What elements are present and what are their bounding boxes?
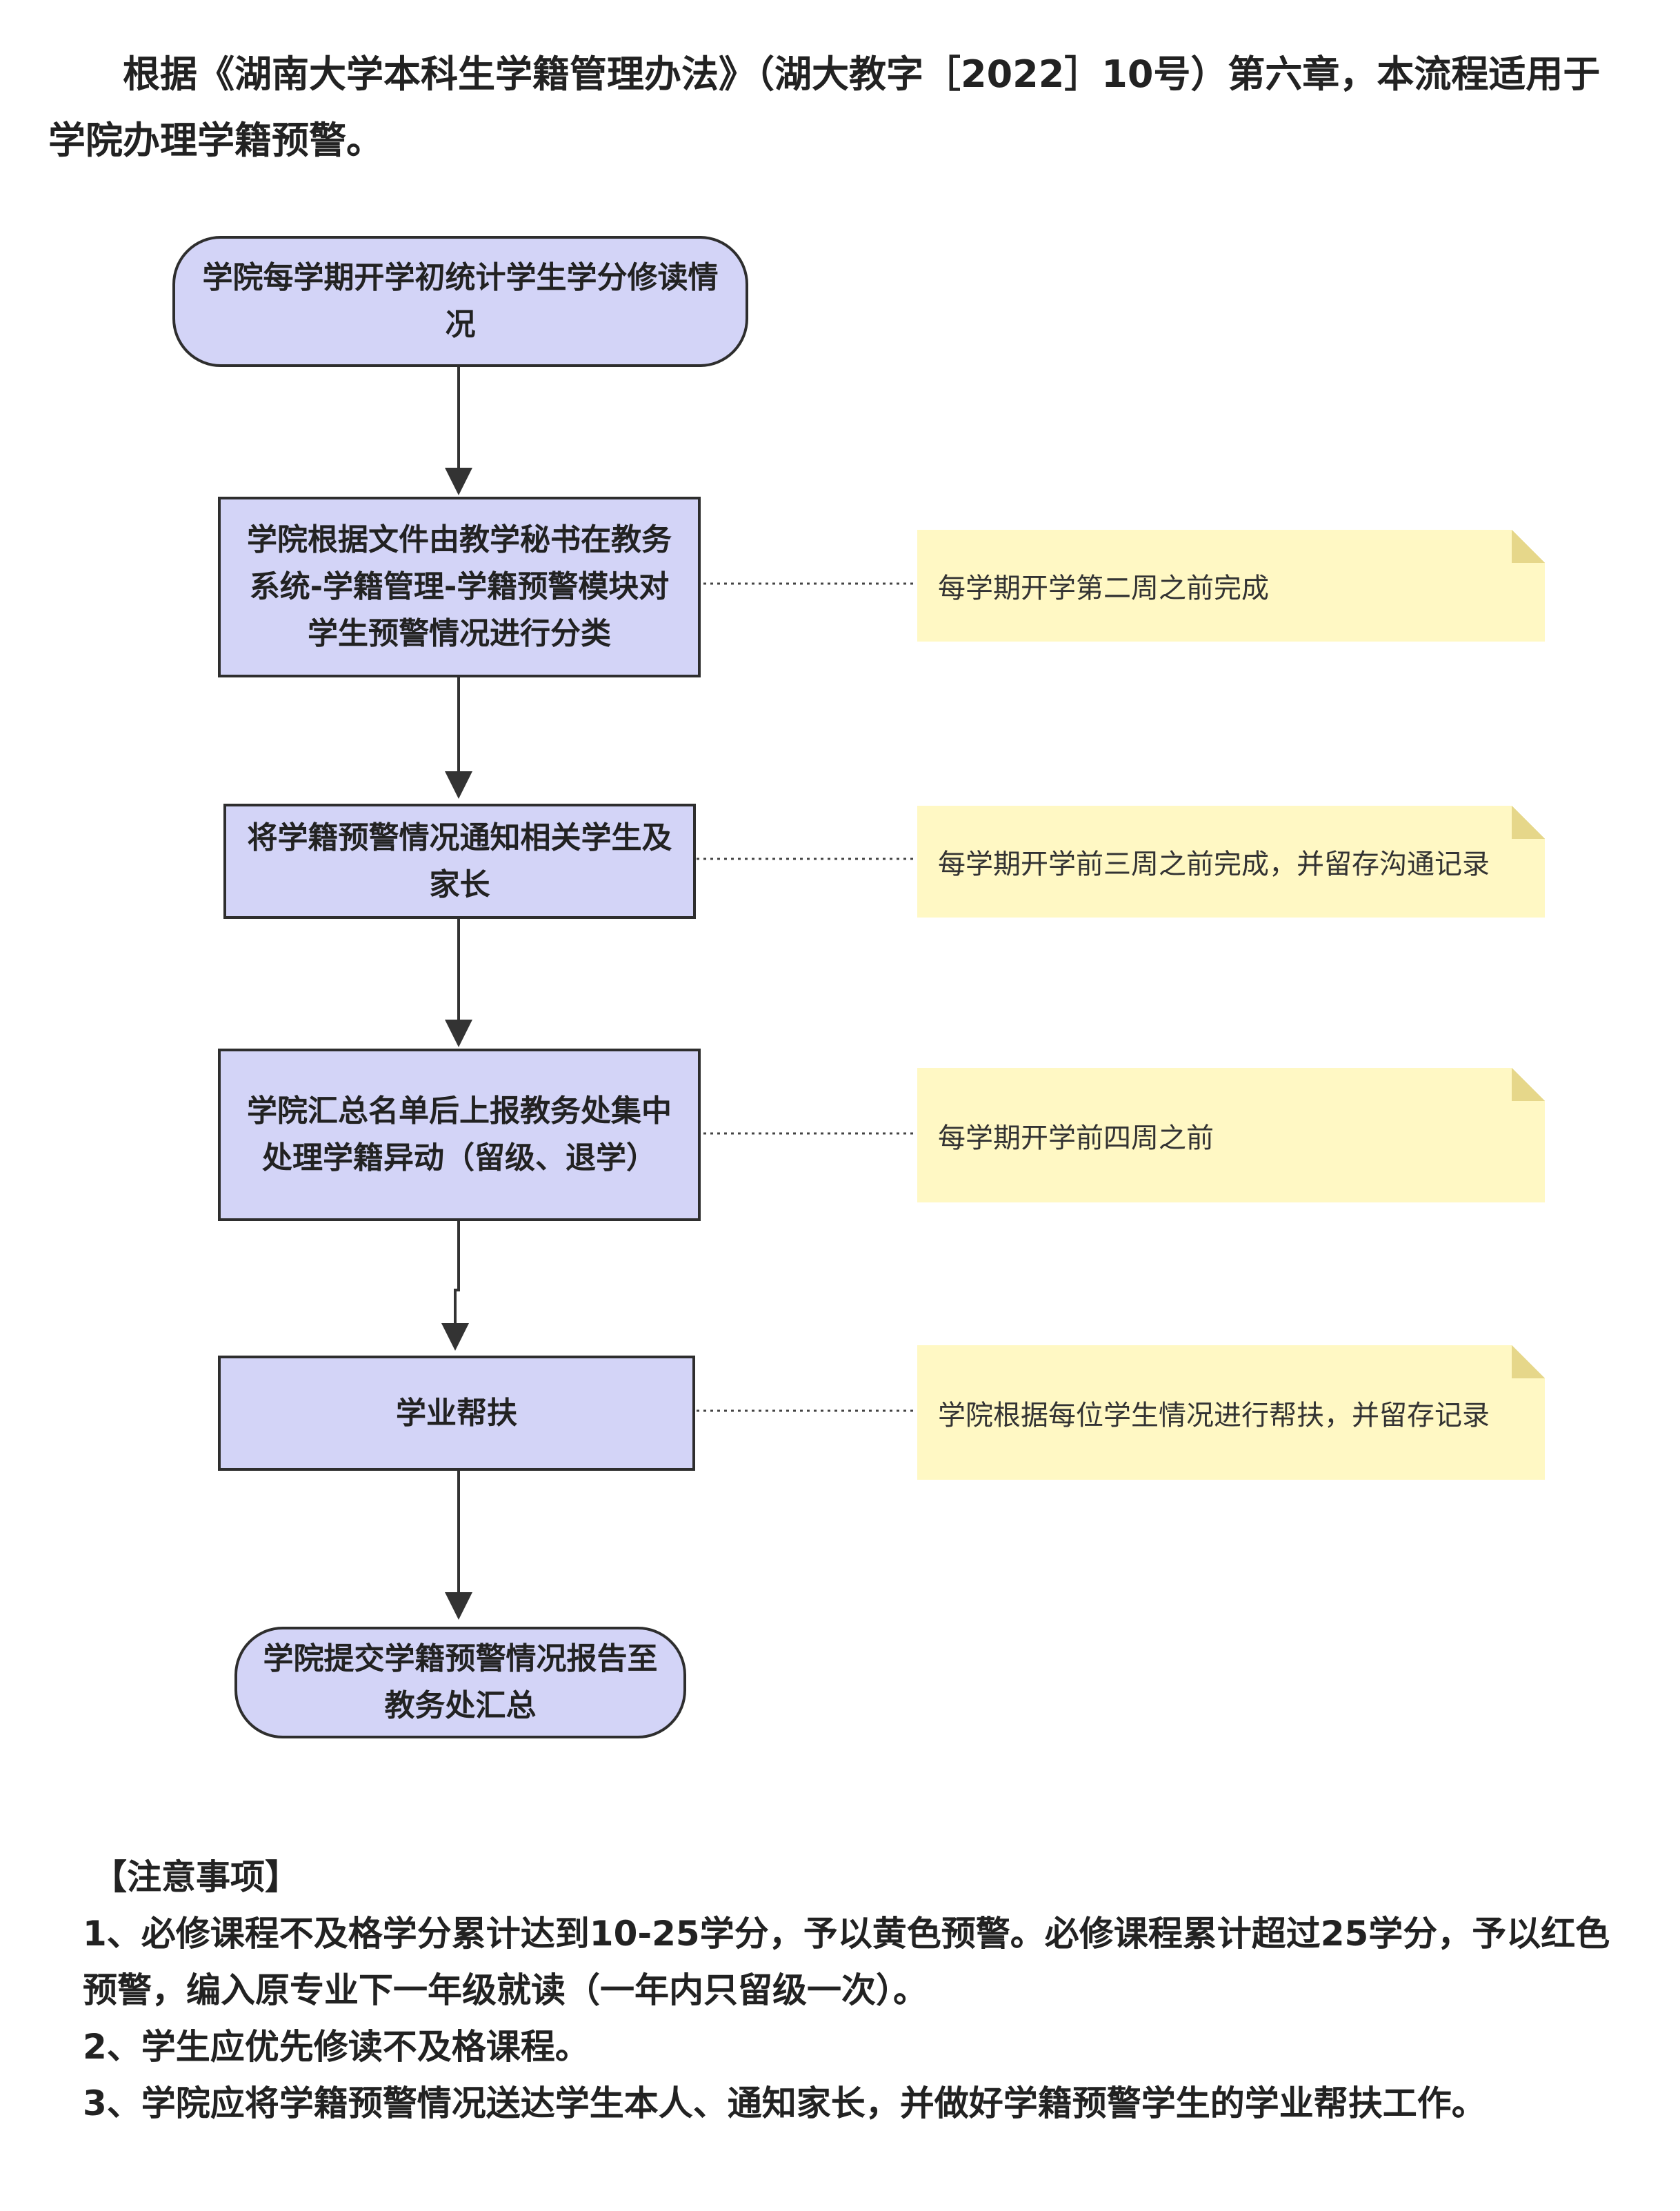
note-fold-icon [1512, 1345, 1545, 1378]
intro-paragraph: 根据《湖南大学本科生学籍管理办法》（湖大教字［2022］10号）第六章，本流程适… [48, 52, 1601, 162]
attention-section: 【注意事项】 1、必修课程不及格学分累计达到10-25学分，予以黄色预警。必修课… [83, 1849, 1621, 2132]
attention-item-2: 2、学生应优先修读不及格课程。 [83, 2027, 590, 2067]
note-fold-icon [1512, 1068, 1545, 1101]
arrow-4 [441, 1221, 469, 1351]
flow-step-start: 学院每学期开学初统计学生学分修读情况 [172, 236, 748, 367]
note-week-four: 每学期开学前四周之前 [917, 1068, 1545, 1202]
flow-connectors [441, 366, 917, 1620]
flow-step-classify: 学院根据文件由教学秘书在教务系统-学籍管理-学籍预警模块对学生预警情况进行分类 [218, 497, 701, 677]
attention-item-3: 3、学院应将学籍预警情况送达学生本人、通知家长，并做好学籍预警学生的学业帮扶工作… [83, 2083, 1486, 2123]
note-fold-icon [1512, 806, 1545, 839]
flow-step-assist: 学业帮扶 [218, 1356, 695, 1471]
note-assist-record-text: 学院根据每位学生情况进行帮扶，并留存记录 [938, 1399, 1490, 1431]
attention-heading: 【注意事项】 [92, 1857, 299, 1897]
flow-step-report: 学院汇总名单后上报教务处集中处理学籍异动（留级、退学） [218, 1049, 701, 1221]
note-week-two: 每学期开学第二周之前完成 [917, 530, 1545, 642]
note-fold-icon [1512, 530, 1545, 563]
note-week-three: 每学期开学前三周之前完成，并留存沟通记录 [917, 806, 1545, 918]
note-week-three-text: 每学期开学前三周之前完成，并留存沟通记录 [938, 849, 1490, 880]
note-week-four-text: 每学期开学前四周之前 [938, 1122, 1214, 1154]
flow-step-end: 学院提交学籍预警情况报告至教务处汇总 [234, 1627, 686, 1738]
note-week-two-text: 每学期开学第二周之前完成 [938, 573, 1269, 604]
note-assist-record: 学院根据每位学生情况进行帮扶，并留存记录 [917, 1345, 1545, 1480]
attention-item-1: 1、必修课程不及格学分累计达到10-25学分，予以黄色预警。必修课程累计超过25… [83, 1914, 1610, 2010]
flow-step-notify: 将学籍预警情况通知相关学生及家长 [223, 804, 696, 919]
